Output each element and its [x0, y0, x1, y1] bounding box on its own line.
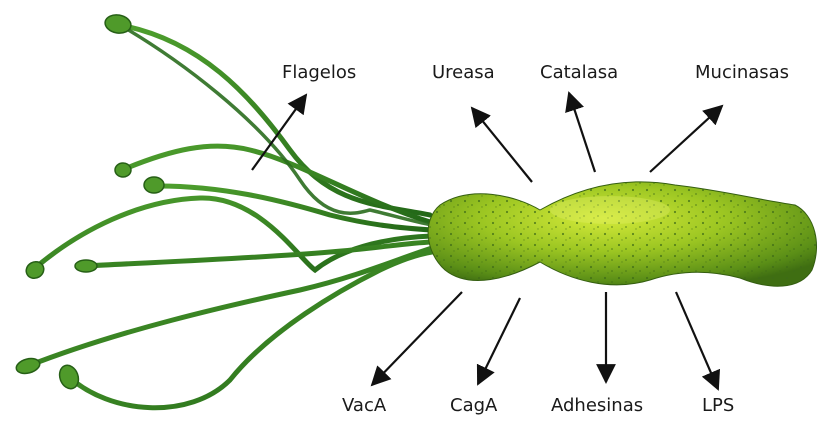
flagella	[28, 25, 432, 408]
label-caga: CagA	[450, 395, 497, 416]
label-flagelos: Flagelos	[282, 62, 356, 83]
arrow-caga	[478, 298, 520, 384]
flagellum-8	[120, 25, 432, 225]
flagellum-tip	[144, 177, 164, 193]
flagellum-tip	[75, 260, 97, 272]
arrow-ureasa	[472, 108, 532, 182]
bacterium-body	[428, 182, 816, 286]
arrow-vaca	[372, 292, 462, 385]
label-adhesinas: Adhesinas	[551, 395, 643, 416]
label-ureasa: Ureasa	[432, 62, 495, 83]
label-vaca: VacA	[342, 395, 386, 416]
arrow-lps	[676, 292, 718, 389]
flagellum-5	[85, 242, 432, 266]
flagella-tips	[15, 13, 164, 391]
label-catalasa: Catalasa	[540, 62, 618, 83]
label-lps: LPS	[702, 395, 734, 416]
flagellum-tip	[115, 163, 131, 177]
flagellum-tip	[15, 356, 42, 376]
label-mucinasas: Mucinasas	[695, 62, 789, 83]
flagellum-7	[68, 252, 432, 408]
arrow-mucinasas	[650, 106, 722, 172]
arrow-catalasa	[569, 93, 595, 172]
